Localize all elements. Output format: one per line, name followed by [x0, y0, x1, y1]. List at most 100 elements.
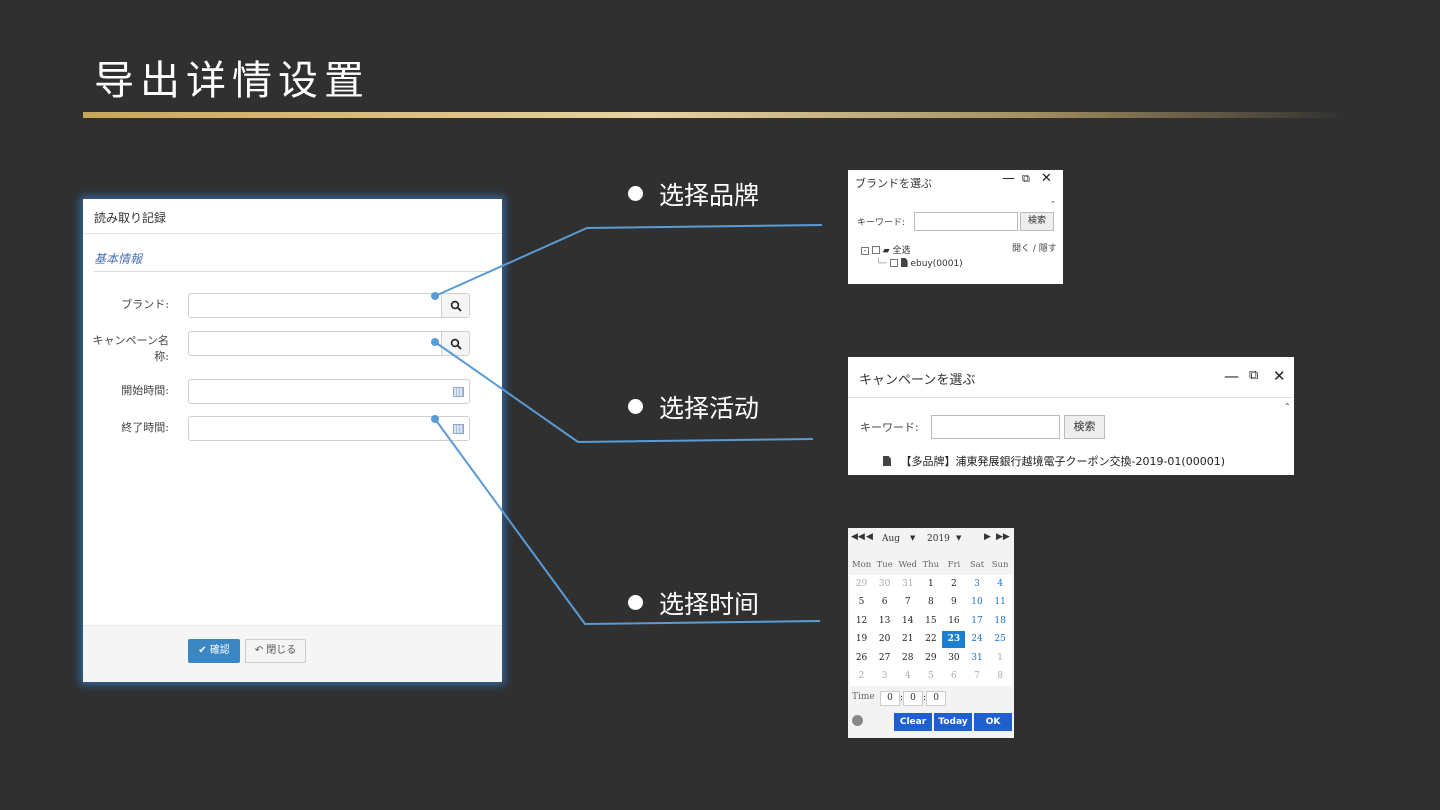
day-cell[interactable]: 14 — [902, 615, 914, 626]
start-time-input[interactable] — [188, 379, 470, 404]
day-cell[interactable]: 8 — [997, 671, 1003, 682]
ok-button[interactable]: OK — [974, 713, 1012, 731]
campaign-input[interactable] — [188, 331, 443, 356]
day-cell[interactable]: 20 — [878, 634, 891, 645]
next-month-icon[interactable]: ▶ — [984, 532, 991, 542]
day-cell[interactable]: 18 — [994, 615, 1006, 626]
next-year-icon[interactable]: ▶▶ — [996, 532, 1010, 542]
day-cell[interactable]: 30 — [948, 652, 960, 663]
day-cell[interactable]: 10 — [971, 597, 983, 608]
day-cell[interactable]: 27 — [878, 652, 891, 663]
tree-root[interactable]: - ▰ 全选 — [861, 243, 911, 256]
day-cell[interactable]: 15 — [925, 615, 937, 626]
confirm-button[interactable]: ✔ 確認 — [188, 639, 240, 663]
brand-select-popup: ブランドを選ぶ — ⧉ ✕ ⌃ キーワード: 検索 - ▰ 全选 開く / 隠す… — [848, 170, 1063, 284]
day-cell[interactable]: 9 — [951, 597, 957, 608]
day-cell[interactable]: 29 — [855, 578, 868, 589]
day-cell[interactable]: 31 — [971, 652, 983, 663]
close-icon[interactable]: ✕ — [1041, 171, 1052, 186]
search-button[interactable]: 検索 — [1020, 212, 1054, 231]
expand-toggle-link[interactable]: 開く / 隠す — [1012, 244, 1057, 254]
campaign-connector-dot — [431, 338, 439, 346]
bullet-time-text: 选择时间 — [659, 590, 760, 619]
checkbox-icon[interactable] — [889, 259, 898, 267]
checkbox-icon[interactable] — [871, 246, 880, 254]
day-cell[interactable]: 2 — [858, 671, 865, 682]
day-cell[interactable]: 21 — [902, 634, 914, 645]
time-connector-dot — [431, 415, 439, 423]
chevron-down-icon[interactable]: ▼ — [956, 534, 962, 542]
tree-branch-icon: └─ — [876, 259, 887, 269]
day-cell[interactable]: 24 — [971, 634, 983, 645]
day-cell[interactable]: 5 — [858, 597, 865, 608]
year-select[interactable]: 2019 — [927, 534, 950, 544]
bullet-brand: 选择品牌 — [628, 176, 759, 212]
month-select[interactable]: Aug — [882, 534, 901, 544]
brand-input[interactable] — [188, 293, 443, 318]
day-cell[interactable]: 19 — [855, 634, 868, 645]
collapse-icon[interactable]: ⌃ — [1284, 402, 1291, 411]
day-cell[interactable]: 12 — [855, 615, 868, 626]
day-cell[interactable]: 25 — [994, 634, 1006, 645]
day-cell[interactable]: 29 — [925, 652, 937, 663]
day-cell[interactable]: 4 — [997, 578, 1003, 589]
campaign-select-popup: キャンペーンを選ぶ — ⧉ ✕ ⌃ キーワード: 検索 【多品牌】浦東発展銀行越… — [848, 357, 1294, 475]
keyword-input[interactable] — [914, 212, 1018, 231]
campaign-label-line2: 称: — [154, 350, 169, 363]
day-cell[interactable]: 5 — [927, 671, 934, 682]
collapse-icon[interactable]: ⌃ — [1050, 200, 1056, 208]
day-cell[interactable]: 13 — [878, 615, 891, 626]
day-cell[interactable]: 3 — [974, 578, 980, 589]
collapse-toggle-icon[interactable]: - — [861, 247, 869, 255]
calendar-days: 29 30 31 1 2 3 4 5 6 7 8 9 10 11 12 13 1… — [850, 574, 1012, 686]
close-icon[interactable]: ✕ — [1273, 367, 1286, 385]
clear-button[interactable]: Clear — [894, 713, 932, 731]
minute-input[interactable]: 0 — [903, 691, 924, 706]
day-cell[interactable]: 6 — [881, 597, 888, 608]
day-cell[interactable]: 4 — [904, 671, 911, 682]
week-row: 12 13 14 15 16 17 18 — [850, 612, 1012, 631]
popup-divider — [848, 397, 1294, 398]
chevron-down-icon[interactable]: ▼ — [910, 534, 916, 542]
day-cell[interactable]: 31 — [902, 578, 914, 589]
tree-item[interactable]: └─ ebuy(0001) — [876, 258, 963, 269]
day-cell[interactable]: 30 — [878, 578, 891, 589]
day-cell[interactable]: 1 — [927, 578, 934, 589]
day-cell[interactable]: 26 — [855, 652, 868, 663]
minimize-icon[interactable]: — — [1002, 171, 1015, 186]
read-record-form: 読み取り記録 基本情報 ブランド: キャンペーン名 称: 開始時間: — [83, 199, 502, 682]
day-cell[interactable]: 6 — [951, 671, 957, 682]
close-button[interactable]: ↶ 閉じる — [245, 639, 306, 663]
day-cell[interactable]: 3 — [881, 671, 888, 682]
day-cell[interactable]: 22 — [925, 634, 937, 645]
day-cell[interactable]: 7 — [904, 597, 911, 608]
keyword-input[interactable] — [931, 415, 1060, 439]
campaign-search-button[interactable] — [441, 331, 470, 356]
selected-day-cell[interactable]: 23 — [942, 630, 966, 648]
day-cell[interactable]: 17 — [971, 615, 983, 626]
brand-search-button[interactable] — [441, 293, 470, 318]
bullet-time: 选择时间 — [628, 585, 759, 621]
day-cell[interactable]: 1 — [997, 652, 1003, 663]
maximize-icon[interactable]: ⧉ — [1022, 172, 1030, 185]
day-cell[interactable]: 7 — [974, 671, 980, 682]
day-cell[interactable]: 16 — [948, 615, 960, 626]
weekday-header: Mon Tue Wed Thu Fri Sat Sun — [850, 556, 1012, 575]
calendar-icon[interactable] — [453, 424, 464, 434]
calendar-icon[interactable] — [453, 387, 464, 397]
second-input[interactable]: 0 — [926, 691, 947, 706]
weekday-label: Sun — [991, 560, 1009, 571]
prev-month-icon[interactable]: ◀ — [866, 532, 873, 542]
day-cell[interactable]: 2 — [951, 578, 957, 589]
day-cell[interactable]: 8 — [927, 597, 934, 608]
day-cell[interactable]: 11 — [994, 597, 1006, 608]
today-button[interactable]: Today — [934, 713, 972, 731]
hour-input[interactable]: 0 — [880, 691, 900, 706]
campaign-list-item[interactable]: 【多品牌】浦東発展銀行越境電子クーポン交換-2019-01(00001) — [883, 453, 1225, 469]
search-button[interactable]: 検索 — [1064, 415, 1105, 439]
day-cell[interactable]: 28 — [902, 652, 914, 663]
end-time-input[interactable] — [188, 416, 470, 441]
maximize-icon[interactable]: ⧉ — [1249, 368, 1259, 383]
prev-year-icon[interactable]: ◀◀ — [851, 532, 865, 542]
minimize-icon[interactable]: — — [1224, 367, 1239, 385]
